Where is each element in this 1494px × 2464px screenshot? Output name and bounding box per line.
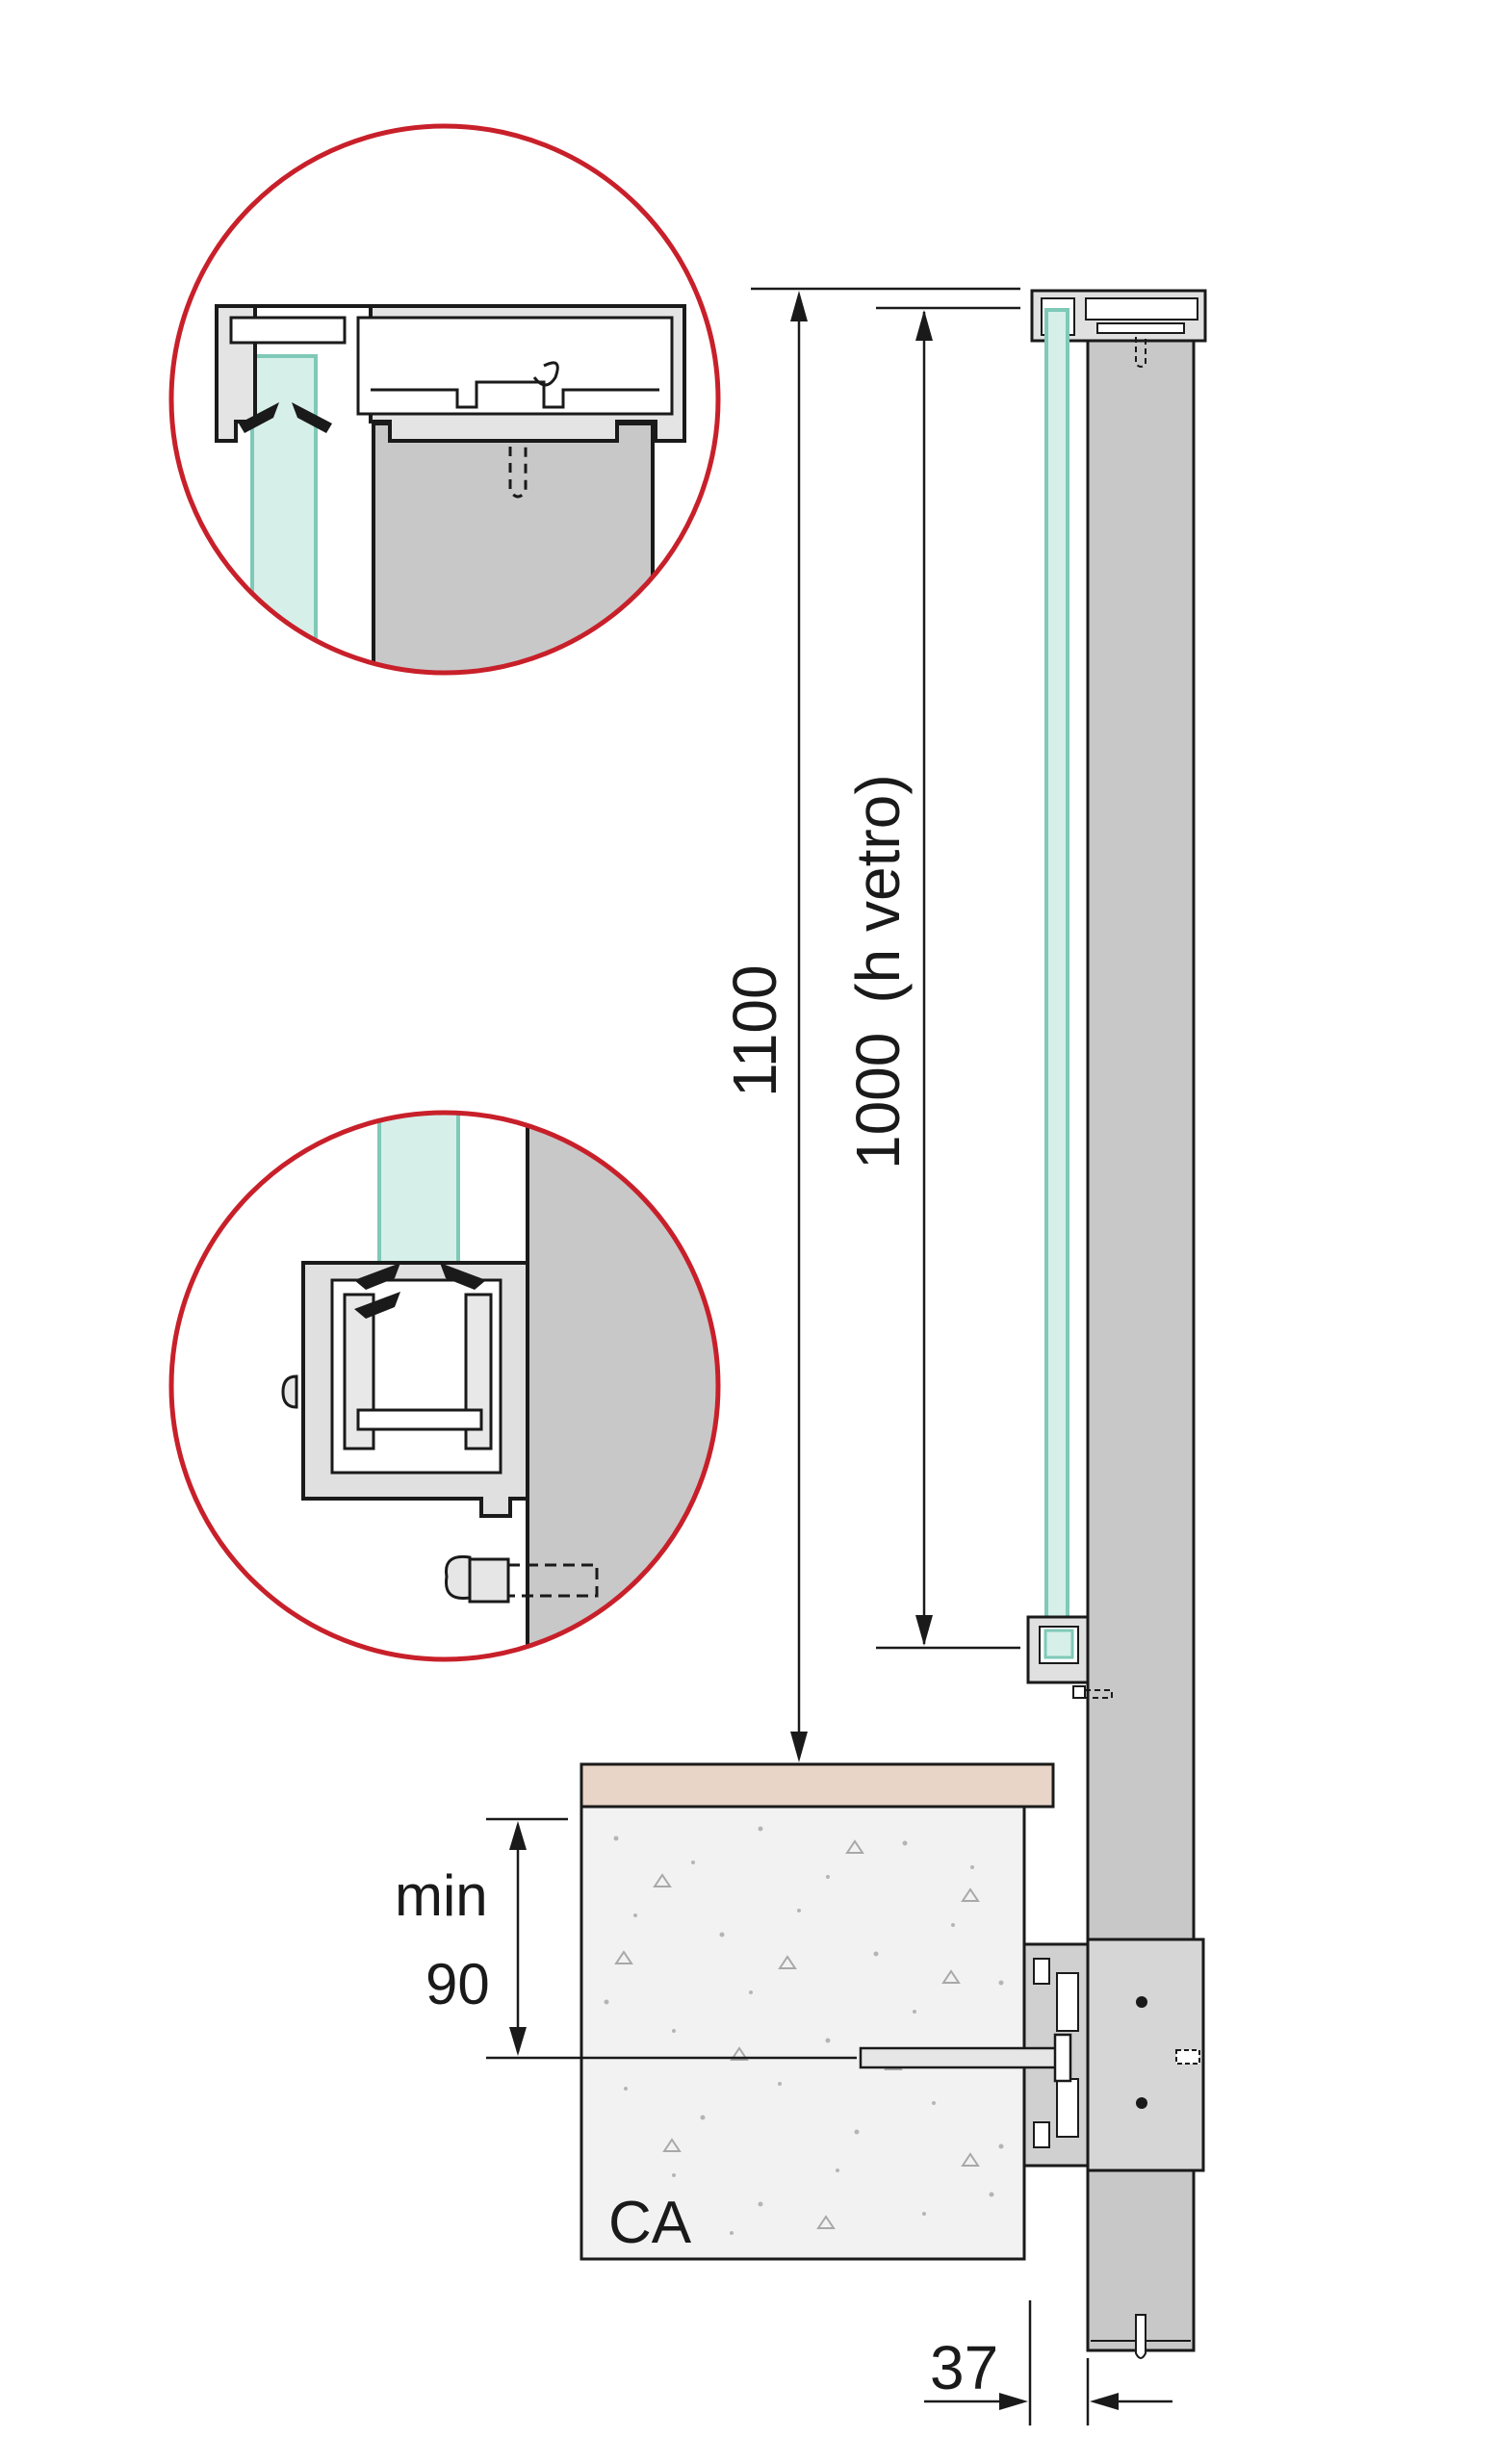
min-embedment-word: min [395,1863,488,1928]
detail-top-ring [168,123,721,676]
total-height-label: 1100 [720,964,789,1097]
dimension-total-height [751,287,1020,1762]
detail-bottom-ring [168,1110,721,1662]
dimension-glass-height [876,306,1020,1650]
dimension-offset [924,2300,1172,2426]
detail-bottom-clamp [168,1110,721,1662]
offset-label: 37 [930,2333,998,2402]
detail-top-handrail [168,123,721,676]
min-embedment-value: 90 [425,1952,490,2016]
concrete-slab [580,1805,1026,2261]
post-bottom-screw [1135,2314,1146,2359]
floor-screed [580,1762,1055,1809]
side-mounting-bracket [1022,1938,1205,2172]
anchor-bolt [859,2033,1072,2083]
concrete-label: CA [608,2190,692,2256]
glass-height-label: 1000(h vetro) [843,774,913,1169]
glass-panel [1044,308,1069,1655]
dimension-min-embedment [486,1817,857,2060]
bottom-glass-clamp [1026,1615,1113,1699]
